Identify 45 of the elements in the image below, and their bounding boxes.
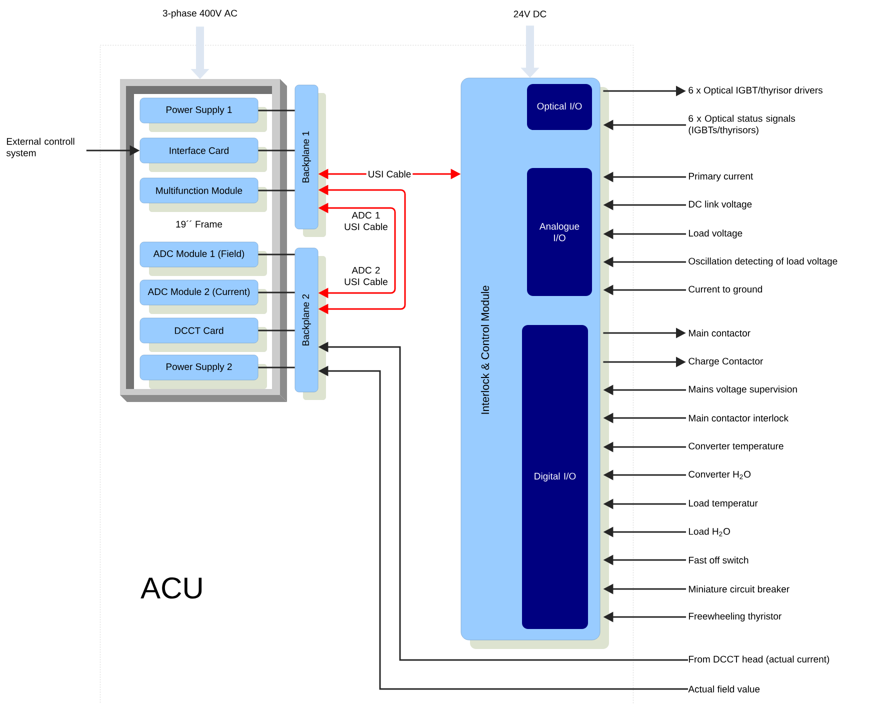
signal-label: Miniature circuit breaker (689, 586, 790, 592)
module-card: Interface Card (140, 138, 267, 172)
signal-label: Fast off switch (689, 556, 748, 564)
connector-line (258, 330, 295, 332)
module-card: DCCT Card (140, 318, 267, 352)
signal-label: Mains voltage supervision (689, 386, 797, 394)
module-card: Multifunction Module (140, 178, 267, 212)
signal-label: 24V DC (514, 10, 546, 18)
io-block: Digital I/O (522, 325, 588, 629)
signal-label: Main contactor interlock (689, 414, 789, 422)
backplane-bar: Backplane 1 (294, 84, 326, 237)
signal-label: Load temperatur (689, 500, 758, 508)
connector-line (258, 150, 295, 152)
signal-label: 3-phase 400V AC (162, 10, 238, 18)
module-card: ADC Module 2 (Current) (140, 280, 267, 314)
backplane-bar: Backplane 2 (294, 248, 326, 400)
connector-line (258, 366, 295, 368)
signal-label: Charge Contactor (688, 358, 764, 366)
signal-label: 6 x Optical status signals (IGBTs/thyrisors) (688, 114, 796, 136)
cable-label: ADC 1 USI Cable (344, 212, 388, 230)
connector-line (258, 254, 295, 256)
signal-label: Actual field value (688, 686, 760, 692)
connector-line (258, 110, 295, 112)
module-card: ADC Module 1 (Field) (140, 242, 267, 276)
io-block: Optical I/O (527, 84, 592, 130)
signal-label: Main contactor (689, 330, 750, 336)
module-card: Power Supply 1 (140, 98, 267, 132)
signal-label: Load H$_{2}$O (689, 528, 730, 536)
signal-label: Converter H$_{2}$O (688, 470, 751, 480)
signal-label: From DCCT head (actual current) (689, 656, 830, 664)
signal-label: Load voltage (689, 230, 742, 238)
connector-line (258, 190, 295, 192)
signal-label: Primary current (689, 172, 754, 182)
signal-label: Converter temperature (688, 442, 784, 452)
cable-label: ADC 2 USI Cable (344, 266, 388, 286)
io-block: Analogue I/O (527, 168, 592, 296)
connector-line (258, 292, 295, 294)
signal-label: Current to ground (688, 286, 762, 294)
module-card: Power Supply 2 (140, 354, 267, 389)
signal-label: External controll system (6, 138, 74, 158)
signal-label: Freewheeling thyristor (689, 612, 782, 622)
signal-label: 6 x Optical IGBT/thyrisor drivers (688, 86, 822, 96)
signal-label: Oscillation detecting of load voltage (688, 258, 838, 266)
edge-label: USI Cable (366, 169, 413, 179)
signal-label: DC link voltage (689, 200, 752, 210)
